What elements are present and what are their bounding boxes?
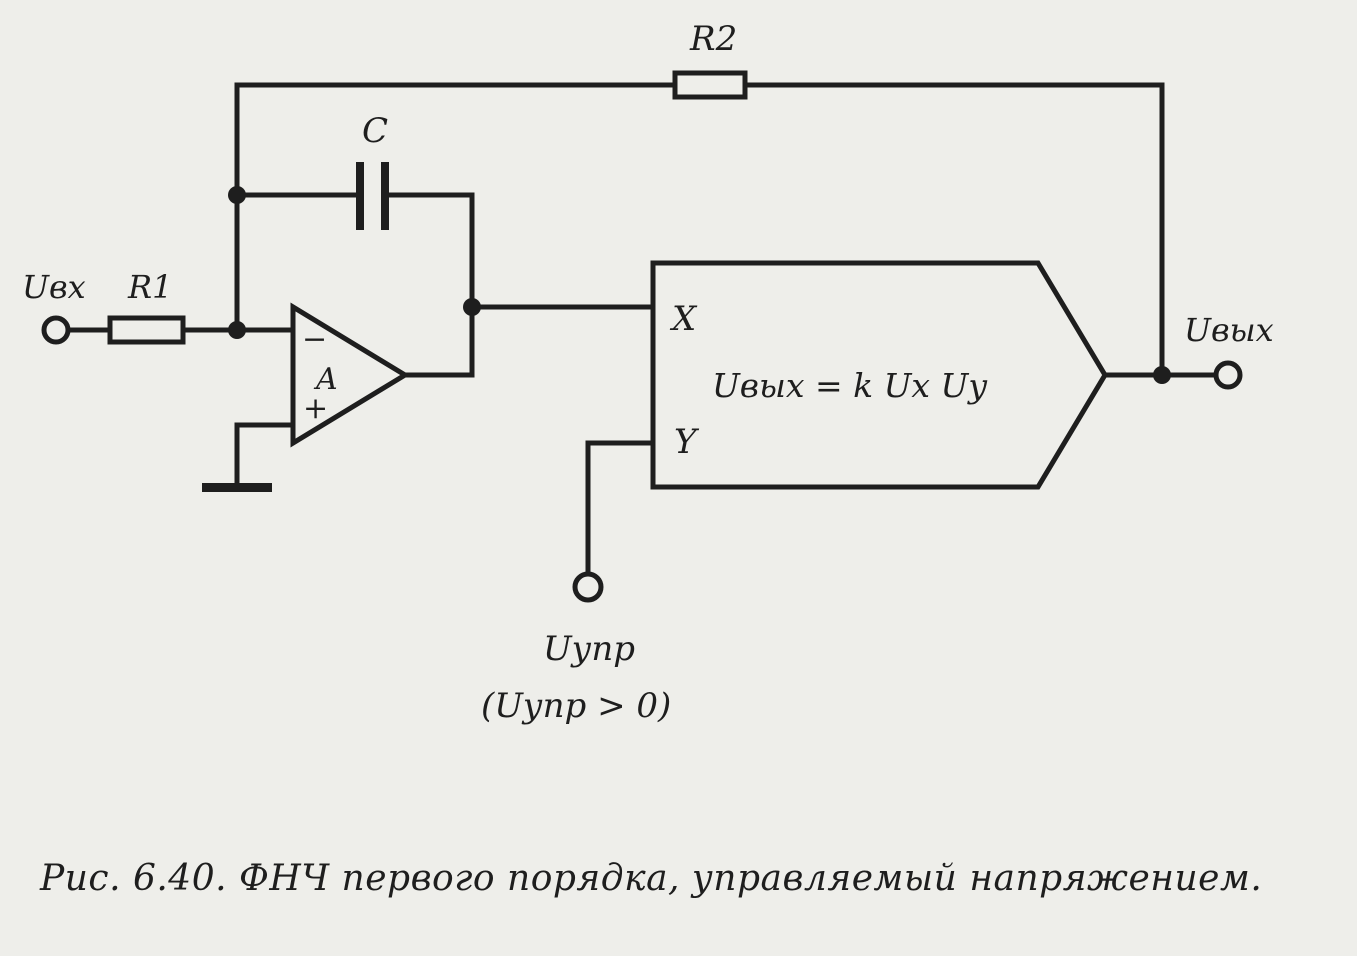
opamp-triangle	[290, 302, 410, 448]
label-r2: R2	[689, 19, 737, 59]
wire-ground	[234, 422, 296, 490]
label-y-input: Y	[674, 422, 700, 462]
junction-node	[1153, 366, 1171, 384]
label-uin: Uвх	[22, 268, 86, 306]
junction-node	[228, 186, 246, 204]
label-opamp-a: A	[313, 362, 338, 397]
wire-control-to-y	[585, 440, 656, 575]
label-uout: Uвых	[1184, 311, 1274, 349]
output-terminal	[1213, 360, 1243, 390]
label-formula: Uвых = k Ux Uy	[712, 366, 987, 405]
label-r1: R1	[127, 268, 172, 306]
label-opamp-plus: +	[303, 391, 328, 426]
label-ucontrol: Uупр	[543, 629, 635, 669]
label-opamp-minus: −	[302, 322, 327, 357]
label-ucontrol-condition: (Uупр > 0)	[481, 686, 671, 726]
wire-capacitor-branch	[234, 192, 475, 378]
multiplier-block	[650, 260, 1108, 490]
junction-node	[228, 321, 246, 339]
resistor-r1	[107, 315, 186, 345]
label-x-input: X	[669, 299, 698, 339]
wire-r2-feedback	[234, 82, 1165, 378]
input-terminal	[41, 315, 71, 345]
junction-node	[463, 298, 481, 316]
label-c: C	[362, 111, 388, 151]
ground-symbol	[202, 483, 272, 492]
figure-caption: Рис. 6.40. ФНЧ первого порядка, управляе…	[40, 858, 1263, 899]
resistor-r2	[672, 70, 748, 100]
control-terminal	[572, 571, 604, 603]
